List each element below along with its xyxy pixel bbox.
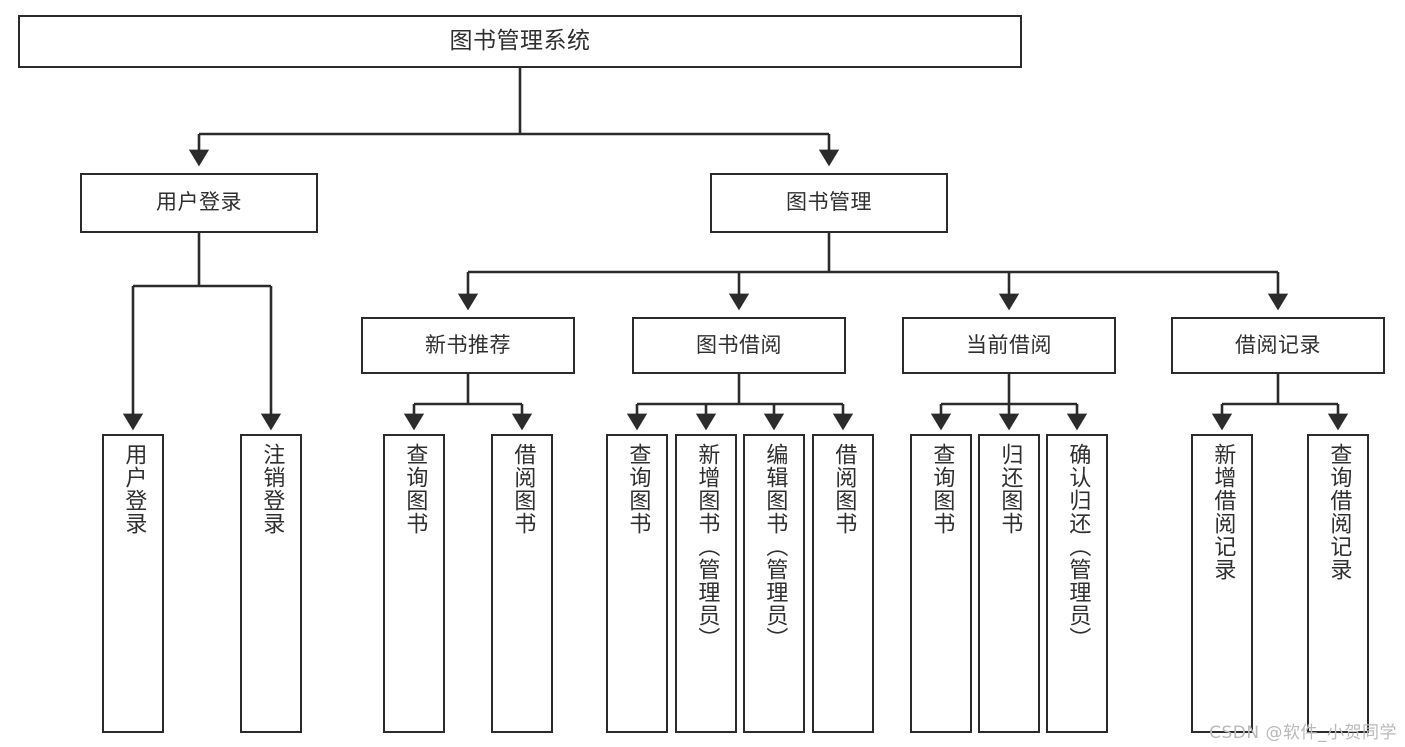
node-book-management-label: 图书管理	[786, 190, 872, 215]
csdn-watermark: CSDN @软件_小贺同学	[1209, 723, 1397, 743]
node-leaf-user-login[interactable]: 用户登录	[102, 434, 164, 733]
node-leaf-query-book-borrow[interactable]: 查询图书	[606, 434, 668, 733]
node-leaf-logout[interactable]: 注销登录	[240, 434, 302, 733]
node-leaf-confirm-return-admin-label: 确认归还（管理员）	[1065, 443, 1091, 650]
node-leaf-confirm-return-admin[interactable]: 确认归还（管理员）	[1046, 434, 1108, 733]
node-leaf-logout-label: 注销登录	[259, 443, 285, 535]
node-user-login-label: 用户登录	[156, 190, 242, 215]
node-leaf-return-book-label: 归还图书	[997, 443, 1023, 535]
node-root-system[interactable]: 图书管理系统	[18, 15, 1022, 68]
node-leaf-user-login-label: 用户登录	[121, 443, 147, 535]
node-leaf-add-borrow-record[interactable]: 新增借阅记录	[1191, 434, 1253, 733]
node-book-management[interactable]: 图书管理	[710, 173, 948, 233]
node-leaf-query-borrow-record-label: 查询借阅记录	[1326, 443, 1352, 581]
node-current-borrow-label: 当前借阅	[966, 332, 1052, 357]
node-book-borrow[interactable]: 图书借阅	[632, 317, 846, 374]
node-leaf-add-book-admin[interactable]: 新增图书（管理员）	[675, 434, 737, 733]
node-borrow-record-label: 借阅记录	[1235, 332, 1321, 357]
node-leaf-edit-book-admin[interactable]: 编辑图书（管理员）	[743, 434, 805, 733]
node-user-login[interactable]: 用户登录	[80, 173, 318, 233]
node-leaf-edit-book-admin-label: 编辑图书（管理员）	[762, 443, 788, 650]
node-leaf-query-book-current[interactable]: 查询图书	[910, 434, 972, 733]
node-borrow-record[interactable]: 借阅记录	[1171, 317, 1385, 374]
node-leaf-query-book-borrow-label: 查询图书	[625, 443, 651, 535]
node-leaf-query-book-recommend[interactable]: 查询图书	[383, 434, 445, 733]
node-current-borrow[interactable]: 当前借阅	[902, 317, 1116, 374]
node-leaf-borrow-book-recommend-label: 借阅图书	[510, 443, 536, 535]
node-leaf-borrow-book[interactable]: 借阅图书	[812, 434, 874, 733]
node-leaf-add-book-admin-label: 新增图书（管理员）	[694, 443, 720, 650]
node-root-label: 图书管理系统	[449, 27, 591, 54]
node-leaf-borrow-book-label: 借阅图书	[831, 443, 857, 535]
node-book-borrow-label: 图书借阅	[696, 332, 782, 357]
node-leaf-query-book-current-label: 查询图书	[929, 443, 955, 535]
node-leaf-add-borrow-record-label: 新增借阅记录	[1210, 443, 1236, 581]
node-leaf-return-book[interactable]: 归还图书	[978, 434, 1040, 733]
node-new-book-recommend[interactable]: 新书推荐	[361, 317, 575, 374]
node-leaf-borrow-book-recommend[interactable]: 借阅图书	[491, 434, 553, 733]
node-leaf-query-book-recommend-label: 查询图书	[402, 443, 428, 535]
node-new-book-recommend-label: 新书推荐	[425, 332, 511, 357]
node-leaf-query-borrow-record[interactable]: 查询借阅记录	[1307, 434, 1369, 733]
